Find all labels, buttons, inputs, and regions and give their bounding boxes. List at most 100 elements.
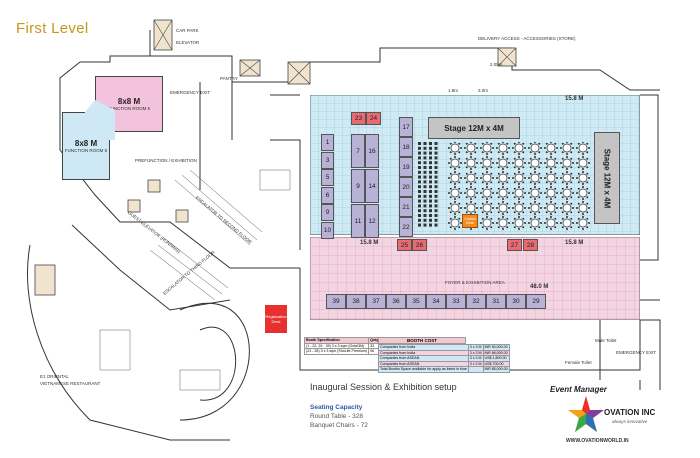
table-chair bbox=[486, 142, 488, 143]
banquet-chair bbox=[434, 156, 438, 160]
table-chair bbox=[566, 186, 568, 188]
table-chair bbox=[486, 168, 488, 170]
table-chair bbox=[512, 162, 514, 164]
booth-32: 32 bbox=[466, 294, 486, 309]
table-chair bbox=[465, 181, 468, 184]
table-chair bbox=[576, 207, 578, 209]
table-chair bbox=[496, 192, 498, 194]
banquet-chair bbox=[418, 185, 421, 189]
table-chair bbox=[524, 207, 526, 209]
banquet-chair bbox=[423, 170, 427, 174]
banquet-chair bbox=[418, 156, 421, 160]
table-chair bbox=[518, 168, 520, 170]
table-chair bbox=[497, 172, 500, 175]
banquet-chair bbox=[418, 170, 421, 174]
table-chair bbox=[545, 142, 548, 145]
table-chair bbox=[454, 213, 456, 215]
table-chair bbox=[502, 156, 504, 158]
table-chair bbox=[458, 202, 461, 205]
booth-28: 28 bbox=[523, 239, 538, 251]
round-table bbox=[578, 173, 588, 183]
table-chair bbox=[513, 157, 516, 160]
table-chair bbox=[481, 151, 484, 154]
round-table bbox=[530, 158, 540, 168]
table-chair bbox=[465, 172, 468, 175]
function-room-6-size: 8x8 M bbox=[74, 139, 98, 148]
table-chair bbox=[524, 147, 526, 149]
banquet-chair bbox=[418, 166, 421, 169]
table-chair bbox=[538, 172, 541, 175]
table-chair bbox=[554, 196, 557, 199]
function-room-5-size: 8x8 M bbox=[117, 97, 141, 106]
table-chair bbox=[506, 181, 509, 184]
table-chair bbox=[458, 172, 461, 175]
table-chair bbox=[481, 226, 484, 229]
female-toilet-label: Female Toilet bbox=[565, 360, 592, 365]
banquet-chair bbox=[423, 214, 427, 217]
round-table bbox=[482, 203, 492, 213]
table-chair bbox=[586, 181, 589, 184]
cost-cell: US$ 700.00 bbox=[482, 360, 510, 367]
cost-cell: INR 85,000.00 bbox=[482, 366, 510, 373]
brand-name: OVATION INC bbox=[604, 408, 656, 417]
table-chair bbox=[540, 207, 542, 209]
table-chair bbox=[588, 177, 590, 179]
table-chair bbox=[506, 151, 509, 154]
table-chair bbox=[534, 171, 536, 173]
booth-30: 30 bbox=[506, 294, 526, 309]
table-chair bbox=[524, 192, 526, 194]
table-chair bbox=[474, 211, 477, 214]
banquet-chair bbox=[429, 214, 432, 217]
table-chair bbox=[513, 166, 516, 169]
table-chair bbox=[566, 201, 568, 203]
table-chair bbox=[474, 157, 477, 160]
round-table bbox=[482, 143, 492, 153]
table-chair bbox=[534, 198, 536, 200]
table-chair bbox=[449, 142, 452, 145]
banquet-chair bbox=[429, 185, 432, 189]
table-chair bbox=[490, 157, 493, 160]
table-chair bbox=[554, 226, 557, 229]
table-chair bbox=[529, 166, 532, 169]
table-chair bbox=[561, 166, 564, 169]
table-chair bbox=[497, 151, 500, 154]
foyer-label: FOYER & EXHIBITION AREA bbox=[445, 280, 505, 285]
spec-cell: (23 - 28) 3 x 3 sqm (ShoLife Premium) bbox=[303, 348, 370, 355]
table-chair bbox=[538, 187, 541, 190]
round-table bbox=[546, 188, 556, 198]
table-chair bbox=[528, 207, 530, 209]
table-chair bbox=[577, 226, 580, 229]
table-chair bbox=[508, 177, 510, 179]
table-chair bbox=[545, 166, 548, 169]
table-chair bbox=[545, 181, 548, 184]
table-chair bbox=[561, 217, 564, 220]
round-table bbox=[482, 173, 492, 183]
table-chair bbox=[582, 228, 584, 230]
table-chair bbox=[465, 187, 468, 190]
table-chair bbox=[506, 166, 509, 169]
table-chair bbox=[529, 202, 532, 205]
table-chair bbox=[492, 147, 494, 149]
round-table bbox=[562, 218, 572, 228]
table-chair bbox=[522, 211, 525, 214]
delivery-label: DELIVERY ACCESS - ACCESSORIES (STORE) bbox=[478, 36, 576, 41]
table-chair bbox=[550, 216, 552, 218]
table-chair bbox=[576, 177, 578, 179]
table-chair bbox=[538, 217, 541, 220]
table-chair bbox=[458, 157, 461, 160]
table-chair bbox=[570, 166, 573, 169]
booth-10: 10 bbox=[321, 221, 334, 239]
table-chair bbox=[518, 153, 520, 155]
table-chair bbox=[577, 142, 580, 145]
table-chair bbox=[454, 228, 456, 230]
table-chair bbox=[497, 211, 500, 214]
booth-9: 9 bbox=[321, 204, 334, 221]
round-table bbox=[466, 158, 476, 168]
table-chair bbox=[486, 153, 488, 155]
table-chair bbox=[554, 187, 557, 190]
table-chair bbox=[506, 142, 509, 145]
table-chair bbox=[522, 172, 525, 175]
restaurant-label-2: VIETNAMESE RESTAURANT bbox=[40, 381, 101, 386]
table-chair bbox=[561, 187, 564, 190]
